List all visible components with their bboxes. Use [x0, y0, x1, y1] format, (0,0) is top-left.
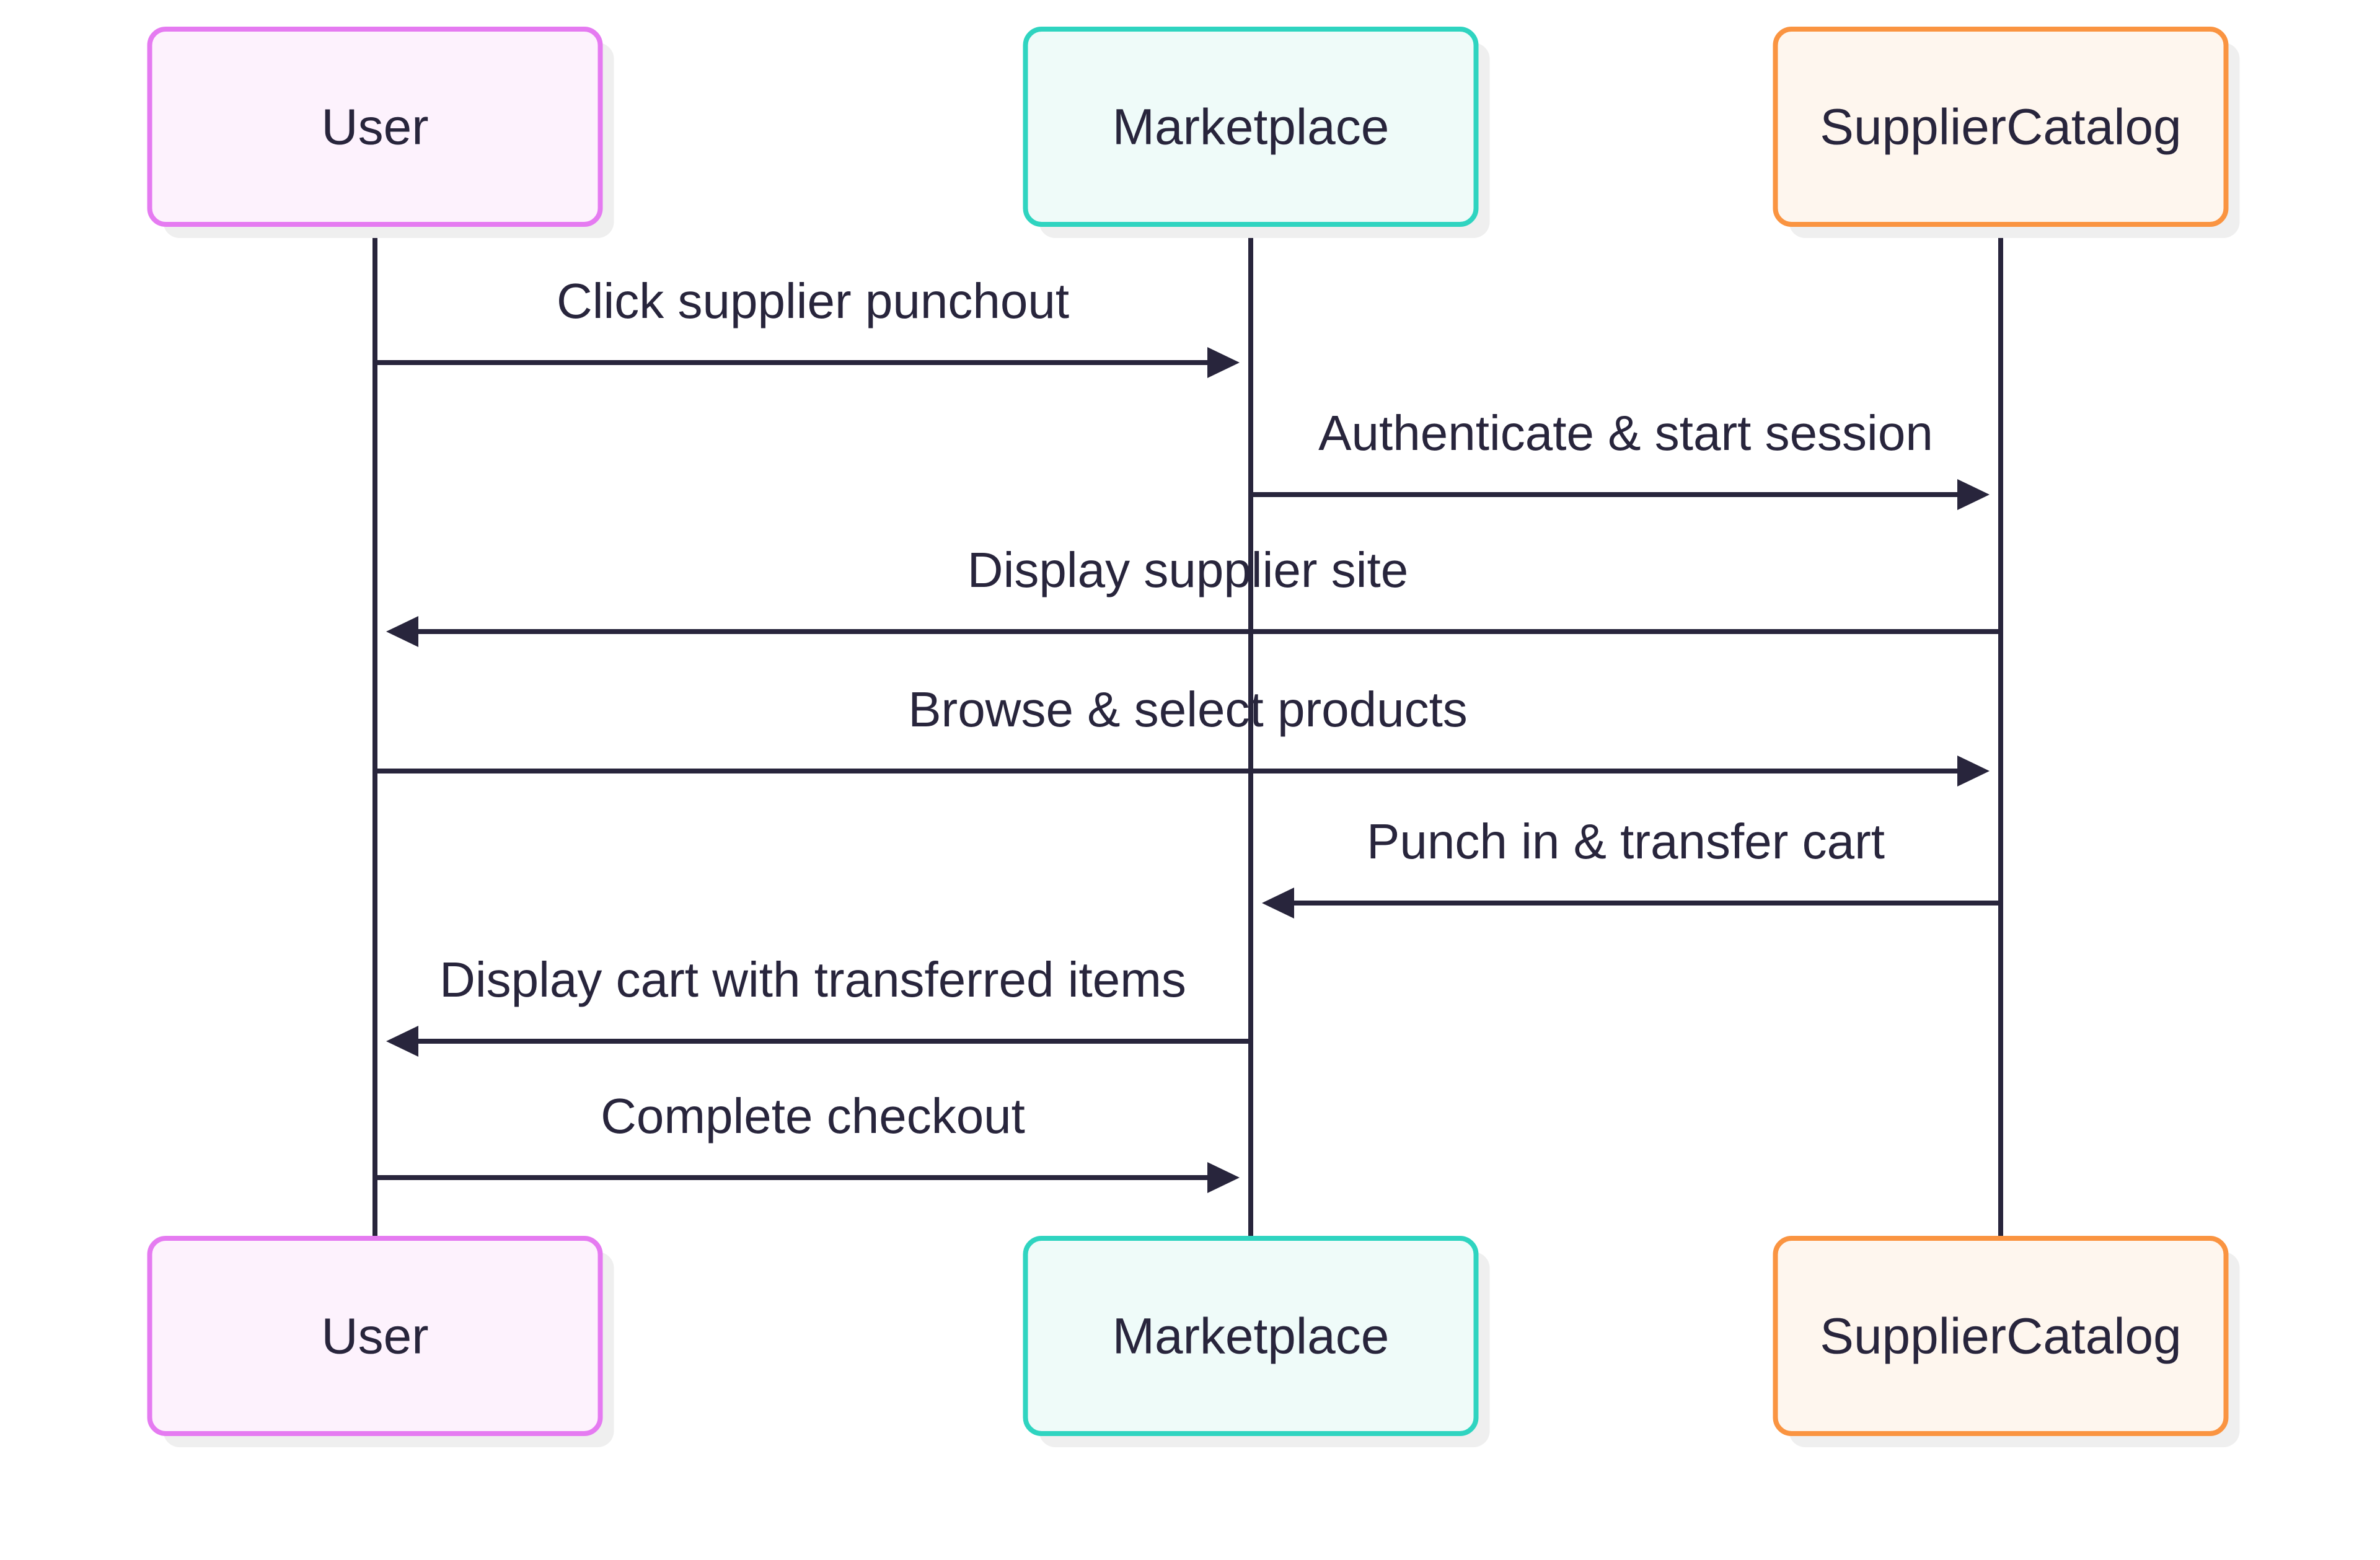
arrowhead-icon	[1207, 1162, 1240, 1193]
message-label: Click supplier punchout	[557, 273, 1069, 328]
actor-label: User	[321, 1308, 428, 1365]
actor-box	[147, 1236, 603, 1436]
message-7: Complete checkout	[375, 1088, 1240, 1193]
arrowhead-icon	[1957, 479, 1990, 510]
actor-box	[1023, 1236, 1479, 1436]
message-label: Punch in & transfer cart	[1367, 814, 1885, 869]
message-3: Display supplier site	[386, 542, 2001, 647]
message-label: Complete checkout	[601, 1088, 1025, 1144]
message-label: Authenticate & start session	[1318, 405, 1933, 461]
message-1: Click supplier punchout	[375, 273, 1240, 378]
actor-supplier-bottom[interactable]: SupplierCatalog	[1773, 1236, 2240, 1447]
message-label: Browse & select products	[908, 682, 1468, 737]
actors-top: User Marketplace SupplierCatalog	[147, 27, 2240, 238]
message-6: Display cart with transferred items	[386, 952, 1251, 1057]
actor-box	[1773, 27, 2229, 227]
actor-label: User	[321, 99, 428, 156]
arrowhead-icon	[1207, 347, 1240, 378]
actor-user-bottom[interactable]: User	[147, 1236, 614, 1447]
message-4: Browse & select products	[375, 682, 1990, 787]
actors-bottom: User Marketplace SupplierCatalog	[147, 1236, 2240, 1447]
actor-marketplace-top[interactable]: Marketplace	[1023, 27, 1490, 238]
actor-box	[1023, 27, 1479, 227]
actor-label: Marketplace	[1113, 99, 1390, 156]
actor-marketplace-bottom[interactable]: Marketplace	[1023, 1236, 1490, 1447]
actor-label: SupplierCatalog	[1820, 99, 2182, 156]
actor-box	[147, 27, 603, 227]
message-label: Display cart with transferred items	[439, 952, 1186, 1007]
message-2: Authenticate & start session	[1251, 405, 1990, 510]
actor-supplier-top[interactable]: SupplierCatalog	[1773, 27, 2240, 238]
actor-label: SupplierCatalog	[1820, 1308, 2182, 1365]
arrowhead-icon	[386, 1026, 418, 1057]
actor-label: Marketplace	[1113, 1308, 1390, 1365]
actor-box	[1773, 1236, 2229, 1436]
arrowhead-icon	[1957, 756, 1990, 787]
arrowhead-icon	[386, 616, 418, 647]
lifelines	[372, 224, 2003, 1238]
message-label: Display supplier site	[967, 542, 1408, 597]
actor-user-top[interactable]: User	[147, 27, 614, 238]
message-5: Punch in & transfer cart	[1262, 814, 2001, 919]
arrowhead-icon	[1262, 888, 1294, 919]
